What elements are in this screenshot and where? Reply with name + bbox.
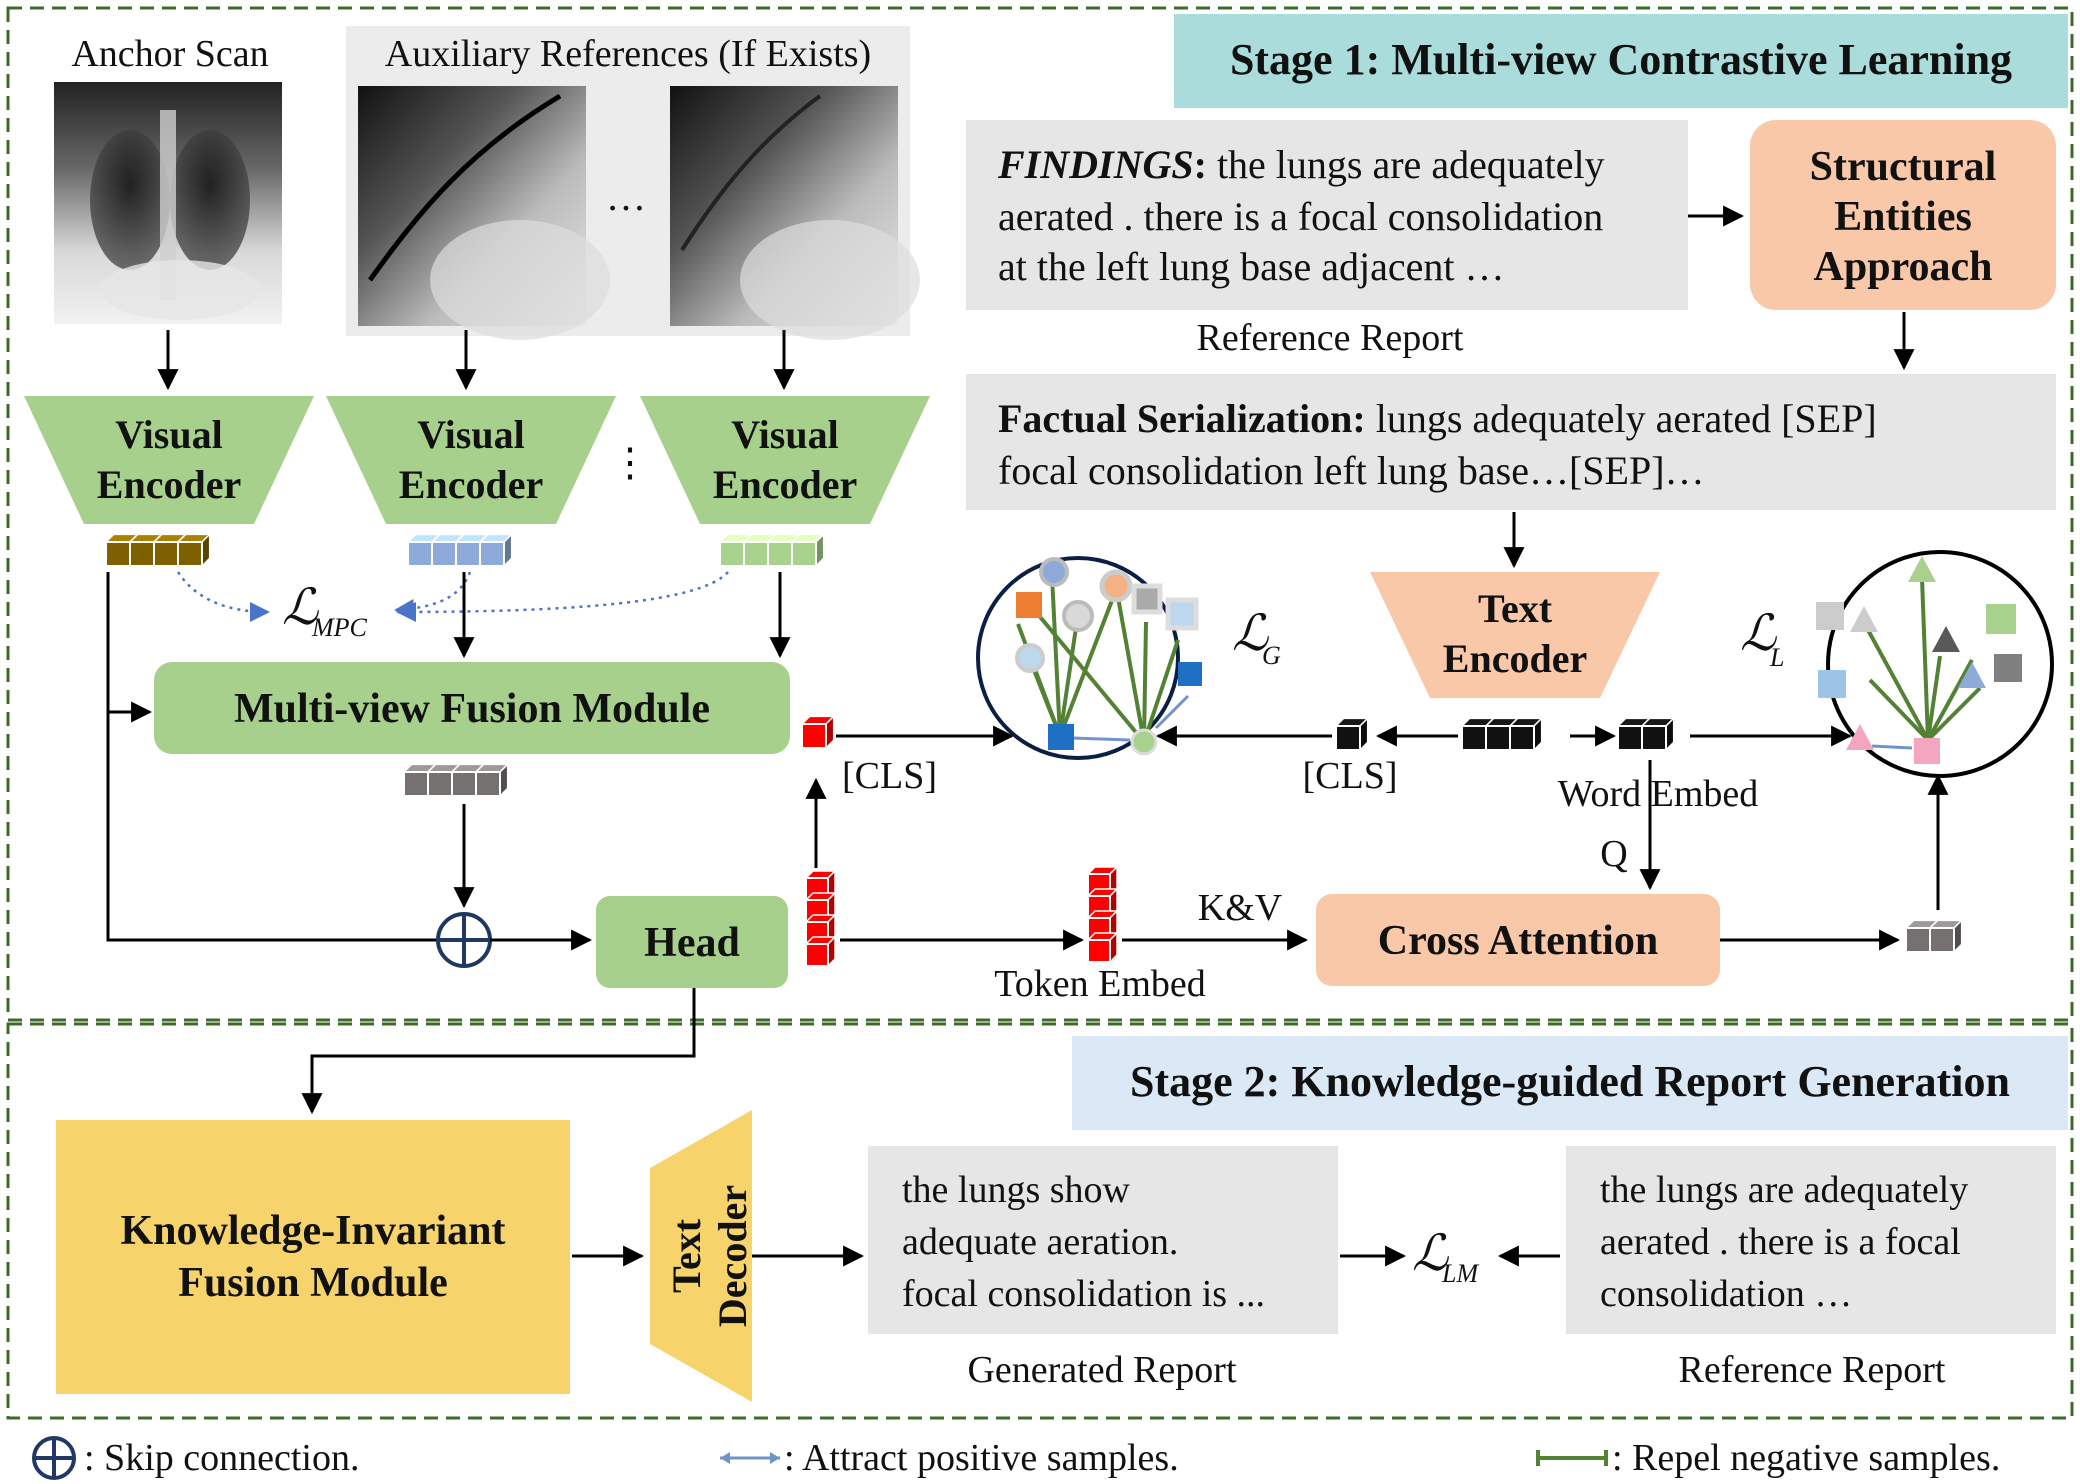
aux1-feature-tokens	[406, 532, 514, 568]
cls-label-right: [CLS]	[1303, 755, 1398, 797]
reference-report-box-bottom: the lungs are adequately aerated . there…	[1566, 1146, 2056, 1334]
legend-skip-connection: : Skip connection.	[32, 1436, 359, 1480]
text-decoder: TextDecoder	[650, 1110, 755, 1402]
aux-scan-image-2	[670, 86, 920, 340]
svg-text:Encoder: Encoder	[399, 462, 543, 507]
head-module: Head	[596, 896, 788, 988]
svg-text:ℒ: ℒ	[1232, 605, 1269, 661]
aux-scan-image-1	[358, 86, 610, 340]
reference-report-caption-top: Reference Report	[1197, 317, 1464, 359]
stage1-title: Stage 1: Multi-view Contrastive Learning	[1230, 35, 2012, 84]
svg-text:: Attract positive samples.: : Attract positive samples.	[784, 1437, 1179, 1479]
svg-text:the lungs show: the lungs show	[902, 1169, 1131, 1211]
svg-text:Approach: Approach	[1814, 244, 1993, 290]
reference-report-caption-bottom: Reference Report	[1679, 1349, 1946, 1391]
text-encoder: Text Encoder	[1370, 572, 1660, 698]
visual-encoder-3: Visual Encoder	[640, 396, 930, 524]
loss-global: ℒ G	[1232, 605, 1281, 670]
legend-attract: : Attract positive samples.	[720, 1437, 1179, 1479]
svg-text:Multi-view Fusion Module: Multi-view Fusion Module	[234, 686, 710, 732]
loss-local: ℒ L	[1740, 605, 1784, 672]
cross-attention-output-tokens	[1904, 918, 1964, 954]
local-contrastive-circle	[1816, 550, 2054, 778]
svg-text:adequate aeration.: adequate aeration.	[902, 1221, 1178, 1263]
svg-text:aerated . there is a focal con: aerated . there is a focal consolidation	[998, 194, 1603, 239]
cls-label-left: [CLS]	[842, 755, 937, 797]
legend-repel: : Repel negative samples.	[1536, 1437, 2000, 1479]
images-ellipsis: …	[606, 174, 646, 219]
svg-text:Encoder: Encoder	[713, 462, 857, 507]
multi-view-fusion-module: Multi-view Fusion Module	[154, 662, 790, 754]
svg-text:TextDecoder: TextDecoder	[664, 1185, 755, 1327]
svg-text:Knowledge-Invariant: Knowledge-Invariant	[120, 1208, 505, 1254]
svg-text:Structural: Structural	[1810, 144, 1997, 190]
svg-text:: Skip connection.: : Skip connection.	[84, 1437, 359, 1479]
skip-connection-symbol	[436, 912, 492, 968]
svg-text:Text: Text	[1478, 586, 1553, 631]
svg-text:Visual: Visual	[417, 412, 524, 457]
fused-feature-tokens	[402, 762, 510, 798]
text-encoder-output-tokens	[1460, 716, 1544, 752]
stage2-title: Stage 2: Knowledge-guided Report Generat…	[1130, 1057, 2010, 1106]
svg-text:aerated . there is a focal: aerated . there is a focal	[1600, 1221, 1961, 1263]
generated-report-box: the lungs show adequate aeration. focal …	[868, 1146, 1338, 1334]
stage1-border	[6, 6, 2074, 1022]
svg-text:Head: Head	[644, 920, 740, 966]
token-embed-label: Token Embed	[994, 963, 1206, 1005]
svg-text:focal consolidation is ...: focal consolidation is ...	[902, 1273, 1265, 1315]
svg-text:focal consolidation left lung: focal consolidation left lung base…[SEP]…	[998, 448, 1705, 493]
svg-text:Factual Serialization: lungs a: Factual Serialization: lungs adequately …	[998, 396, 1877, 441]
word-embed-label: Word Embed	[1558, 773, 1759, 815]
svg-text:FINDINGS: the lungs are adequa: FINDINGS: the lungs are adequately	[997, 142, 1605, 187]
text-cls-token	[1334, 716, 1370, 752]
factual-serialization-box: Factual Serialization: lungs adequately …	[966, 374, 2056, 510]
head-output-tokens	[804, 869, 837, 968]
svg-text:L: L	[1769, 643, 1784, 672]
loss-lm: ℒ LM	[1412, 1225, 1479, 1288]
svg-text:ℒ: ℒ	[282, 579, 319, 635]
svg-text:ℒ: ℒ	[1412, 1225, 1449, 1281]
generated-report-caption: Generated Report	[967, 1349, 1236, 1391]
global-contrastive-circle	[976, 556, 1202, 760]
svg-text:MPC: MPC	[311, 613, 368, 642]
svg-text:consolidation …: consolidation …	[1600, 1273, 1852, 1315]
svg-text:ℒ: ℒ	[1740, 605, 1777, 661]
svg-text:LM: LM	[1441, 1259, 1479, 1288]
kv-label: K&V	[1198, 887, 1283, 929]
anchor-feature-tokens	[104, 532, 212, 568]
svg-text:Visual: Visual	[731, 412, 838, 457]
encoders-vdots: ⋮	[610, 440, 650, 485]
structural-entities-approach: Structural Entities Approach	[1750, 120, 2056, 310]
aux-references-label: Auxiliary References (If Exists)	[385, 33, 871, 75]
anchor-scan-image	[54, 82, 282, 324]
svg-text:Fusion Module: Fusion Module	[178, 1260, 448, 1306]
aux2-feature-tokens	[718, 532, 826, 568]
visual-cls-token	[800, 714, 836, 750]
findings-report-box: FINDINGS: the lungs are adequately aerat…	[966, 120, 1688, 310]
stage1-header-bg	[1174, 14, 2068, 108]
visual-encoder-1: Visual Encoder	[24, 396, 314, 524]
svg-text:Entities: Entities	[1834, 194, 1972, 240]
svg-text:G: G	[1262, 641, 1281, 670]
token-embed-tokens	[1086, 865, 1119, 964]
svg-text:Cross Attention: Cross Attention	[1378, 918, 1658, 964]
svg-text:Visual: Visual	[115, 412, 222, 457]
visual-encoder-2: Visual Encoder	[326, 396, 616, 524]
svg-text:Encoder: Encoder	[97, 462, 241, 507]
word-embed-tokens	[1616, 716, 1676, 752]
stage2-header-bg	[1072, 1036, 2068, 1130]
svg-text:Encoder: Encoder	[1443, 636, 1587, 681]
anchor-scan-label: Anchor Scan	[71, 33, 268, 75]
loss-mpc: ℒ MPC	[282, 579, 368, 642]
cross-attention-module: Cross Attention	[1316, 894, 1720, 986]
stage2-border	[6, 1022, 2074, 1420]
q-label: Q	[1600, 833, 1627, 875]
svg-text:at the left lung base adjacent: at the left lung base adjacent …	[998, 244, 1504, 289]
knowledge-invariant-fusion-module: Knowledge-Invariant Fusion Module	[56, 1120, 570, 1394]
svg-text:: Repel negative samples.: : Repel negative samples.	[1612, 1437, 2000, 1479]
svg-text:the lungs are adequately: the lungs are adequately	[1600, 1169, 1968, 1211]
